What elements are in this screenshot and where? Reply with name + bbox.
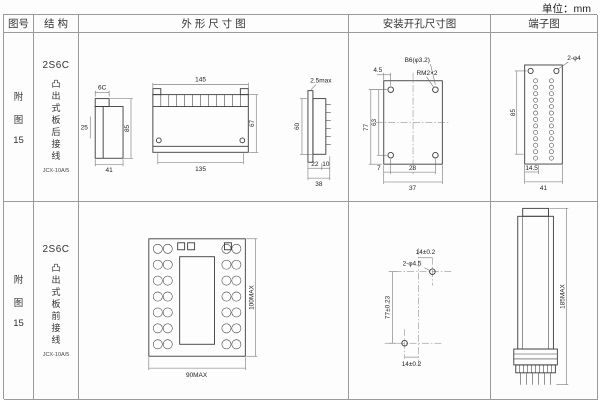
structure-char: 出 bbox=[51, 91, 61, 101]
structure-char: 式 bbox=[51, 103, 61, 113]
structure-row1: 2S6C 凸 出 式 板 后 接 线 JCX-10A/5 bbox=[34, 33, 79, 202]
outline-drawing-rear: 6C 25 41 85 145 135 67 2.5max 60 22 10 3… bbox=[79, 33, 349, 202]
dim-100max: 100MAX bbox=[248, 284, 255, 309]
structure-row2: 2S6C 凸 出 式 板 前 接 线 JCX-10A/5 bbox=[34, 202, 79, 400]
dim-90max: 90MAX bbox=[186, 372, 208, 379]
dim-top-offset: 14±0.2 bbox=[416, 249, 436, 256]
side-view-shape bbox=[94, 98, 124, 159]
terminal-block-shape bbox=[524, 64, 563, 165]
fig-no-row1: 附 图 15 bbox=[4, 33, 34, 202]
front-view-shape bbox=[152, 88, 249, 153]
dimension-table: 图号 结 构 外 形 尺 寸 图 安装开孔尺寸图 端子图 附 图 15 2S6C… bbox=[3, 14, 598, 400]
header-outline: 外 形 尺 寸 图 bbox=[79, 15, 349, 33]
relay-side-shape bbox=[513, 207, 558, 385]
dim-22: 22 bbox=[311, 161, 319, 168]
dim-185max: 185MAX bbox=[559, 284, 566, 309]
install-drawing-rear: 4.5 B6(φ3.2) RM2×2 77 63 7 28 37 bbox=[349, 33, 491, 202]
dimension-lines bbox=[89, 82, 331, 181]
structure-char: 凸 bbox=[51, 79, 61, 89]
model-label: 2S6C bbox=[42, 60, 70, 71]
holes bbox=[401, 268, 436, 347]
dim-63: 63 bbox=[371, 118, 378, 126]
model-label: 2S6C bbox=[42, 243, 70, 255]
dim-holes: 2-φ4 bbox=[567, 55, 581, 62]
model-code: JCX-10A/5 bbox=[42, 351, 70, 358]
dimension-labels: 6C 25 41 85 145 135 67 2.5max 60 22 10 3… bbox=[81, 77, 333, 188]
fig-char: 15 bbox=[13, 134, 24, 146]
structure-char: 板 bbox=[51, 115, 61, 125]
dim-37: 37 bbox=[409, 185, 417, 192]
dimension-labels: 14±0.2 2-φ4.5 77±0.23 14±0.2 bbox=[385, 249, 436, 368]
dim-hole-label: B6(φ3.2) bbox=[405, 57, 430, 64]
dimension-lines bbox=[388, 257, 433, 358]
structure-desc: 凸 出 式 板 后 接 线 bbox=[51, 78, 60, 162]
structure-char: 线 bbox=[51, 334, 61, 345]
header-structure: 结 构 bbox=[34, 15, 79, 33]
structure-char: 后 bbox=[51, 127, 61, 137]
dim-front-bottom: 135 bbox=[195, 166, 206, 173]
structure-char: 出 bbox=[51, 274, 61, 285]
dimension-labels: 2-φ4 85 14.5 41 bbox=[510, 55, 581, 192]
dim-85: 85 bbox=[510, 109, 517, 117]
dim-side-left: 25 bbox=[81, 124, 89, 131]
fig-char: 15 bbox=[13, 318, 24, 329]
dim-screw-label: RM2×2 bbox=[417, 70, 438, 77]
dimension-lines bbox=[368, 63, 443, 185]
install-drawing-front: 14±0.2 2-φ4.5 77±0.23 14±0.2 bbox=[349, 202, 491, 400]
fig-char: 附 bbox=[13, 275, 24, 286]
dimension-lines bbox=[549, 208, 569, 385]
structure-char: 线 bbox=[51, 151, 61, 161]
dim-41: 41 bbox=[540, 185, 548, 192]
fig-char: 附 bbox=[13, 91, 24, 103]
dim-7: 7 bbox=[377, 165, 381, 172]
dim-bottom-width: 41 bbox=[106, 167, 114, 174]
dim-side-height: 60 bbox=[294, 122, 301, 130]
dim-14-5: 14.5 bbox=[525, 165, 538, 172]
structure-char: 前 bbox=[51, 310, 61, 321]
dimension-labels: 100MAX 90MAX bbox=[186, 284, 255, 379]
dimension-labels: 185MAX bbox=[559, 284, 566, 309]
centerlines bbox=[375, 72, 451, 175]
structure-char: 接 bbox=[51, 139, 61, 149]
dim-28: 28 bbox=[409, 165, 417, 172]
header-install: 安装开孔尺寸图 bbox=[349, 15, 491, 33]
dim-top-width: 6C bbox=[98, 85, 107, 92]
front-panel-shape bbox=[148, 238, 246, 357]
header-terminal: 端子图 bbox=[491, 15, 598, 33]
fig-char: 图 bbox=[13, 114, 24, 126]
dim-flange: 2.5max bbox=[310, 78, 332, 85]
header-fig-no: 图号 bbox=[4, 15, 34, 33]
structure-char: 板 bbox=[51, 298, 61, 309]
terminal-drawing-rear: 2-φ4 85 14.5 41 bbox=[491, 33, 598, 202]
dim-offset: 4.5 bbox=[373, 67, 382, 74]
outline-drawing-front: 100MAX 90MAX bbox=[79, 202, 349, 400]
structure-char: 凸 bbox=[51, 262, 61, 273]
dim-vertical: 77±0.23 bbox=[385, 295, 392, 319]
dim-height-85: 85 bbox=[124, 124, 131, 132]
dim-holes-label: 2-φ4.5 bbox=[403, 261, 422, 268]
dim-front-top: 145 bbox=[195, 77, 206, 84]
dimension-labels: 4.5 B6(φ3.2) RM2×2 77 63 7 28 37 bbox=[363, 57, 438, 192]
dim-77: 77 bbox=[363, 123, 370, 131]
dimension-lines bbox=[514, 61, 569, 184]
model-code: JCX-10A/5 bbox=[42, 168, 70, 174]
dim-38: 38 bbox=[315, 181, 323, 188]
terminal-drawing-front: 185MAX bbox=[491, 202, 598, 400]
structure-char: 式 bbox=[51, 286, 61, 297]
structure-char: 接 bbox=[51, 322, 61, 333]
dim-bottom-offset: 14±0.2 bbox=[402, 361, 422, 368]
dim-10: 10 bbox=[322, 161, 330, 168]
dim-front-height: 67 bbox=[249, 119, 256, 127]
side-profile-shape bbox=[307, 90, 331, 163]
fig-char: 图 bbox=[13, 298, 24, 309]
dimension-lines bbox=[148, 238, 258, 371]
structure-desc: 凸 出 式 板 前 接 线 bbox=[51, 262, 60, 346]
fig-no-row2: 附 图 15 bbox=[4, 202, 34, 400]
